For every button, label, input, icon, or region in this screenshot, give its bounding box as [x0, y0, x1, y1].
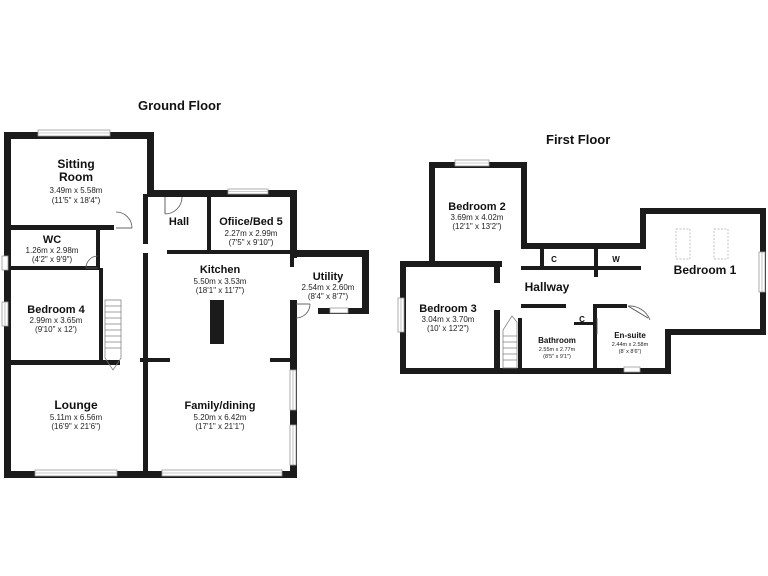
- room-sitting-room: Sitting Room 3.49m x 5.58m (11'5" x 18'4…: [50, 157, 103, 205]
- room-bedroom-4: Bedroom 4 2.99m x 3.65m (9'10" x 12'): [27, 304, 85, 334]
- room-bedroom-3: Bedroom 3 3.04m x 3.70m (10' x 12'2"): [419, 303, 476, 333]
- room-dimensions-imperial: (9'10" x 12'): [35, 325, 77, 334]
- room-dimensions-imperial: (12'1" x 13'2"): [452, 222, 502, 231]
- room-name: WC: [43, 234, 61, 246]
- room-name: En-suite: [614, 331, 646, 340]
- room-dimensions-metric: 5.20m x 6.42m: [194, 413, 247, 422]
- room-dimensions-imperial: (10' x 12'2"): [427, 324, 469, 333]
- room-dimensions-metric: 5.11m x 6.56m: [50, 413, 103, 422]
- room-name: Lounge: [54, 398, 98, 412]
- room-dimensions-imperial: (4'2" x 9'9"): [32, 255, 73, 264]
- room-dimensions-imperial: (16'9" x 21'6"): [51, 422, 101, 431]
- room-dimensions-imperial: (11'5" x 18'4"): [52, 196, 101, 205]
- room-name: Bedroom 1: [674, 263, 737, 277]
- room-dimensions-metric: 2.27m x 2.99m: [225, 229, 278, 238]
- room-name: Room: [59, 170, 93, 184]
- room-dimensions-imperial: (18'1" x 11'7"): [196, 286, 245, 295]
- ground-floor-windows: [1, 129, 349, 477]
- first-floor-title: First Floor: [546, 132, 610, 147]
- kitchen-island: [210, 300, 224, 344]
- room-name: Hallway: [525, 280, 570, 294]
- room-name: Family/dining: [185, 400, 256, 412]
- room-dimensions-imperial: (8' x 8'6"): [619, 349, 642, 355]
- room-bedroom-2: Bedroom 2 3.69m x 4.02m (12'1" x 13'2"): [448, 201, 505, 231]
- room-name: Kitchen: [200, 264, 241, 276]
- room-hallway: Hallway: [525, 280, 570, 294]
- room-wc: WC 1.26m x 2.98m (4'2" x 9'9"): [26, 234, 79, 264]
- room-dimensions-metric: 2.44m x 2.58m: [612, 342, 649, 348]
- room-name: Hall: [169, 216, 189, 228]
- room-lounge: Lounge 5.11m x 6.56m (16'9" x 21'6"): [50, 398, 103, 431]
- room-ensuite: En-suite 2.44m x 2.58m (8' x 8'6"): [612, 331, 649, 355]
- room-name: Sitting: [57, 157, 94, 171]
- room-dimensions-metric: 2.55m x 2.77m: [539, 347, 576, 353]
- first-floor-windows: [397, 159, 766, 373]
- room-dimensions-metric: 3.49m x 5.58m: [50, 186, 103, 195]
- room-hall: Hall: [169, 216, 189, 228]
- room-kitchen: Kitchen 5.50m x 3.53m (18'1" x 11'7"): [194, 264, 247, 295]
- room-name: Bedroom 2: [448, 201, 505, 213]
- first-floor-doors: [596, 305, 651, 334]
- room-dimensions-metric: 2.54m x 2.60m: [302, 283, 355, 292]
- ground-floor-doors: [85, 196, 311, 319]
- room-dimensions-imperial: (17'1" x 21'1"): [195, 422, 245, 431]
- room-family-dining: Family/dining 5.20m x 6.42m (17'1" x 21'…: [185, 400, 256, 431]
- room-name: Bathroom: [538, 336, 576, 345]
- cupboards: C W C: [551, 255, 620, 324]
- room-utility: Utility 2.54m x 2.60m (8'4" x 8'7"): [302, 271, 355, 301]
- cupboard-label: C: [551, 255, 557, 264]
- room-dimensions-metric: 5.50m x 3.53m: [194, 277, 247, 286]
- first-floor-stairs: [502, 315, 518, 369]
- ground-floor-title: Ground Floor: [138, 98, 221, 113]
- room-dimensions-metric: 3.04m x 3.70m: [422, 315, 475, 324]
- room-dimensions-imperial: (8'4" x 8'7"): [308, 292, 349, 301]
- first-floor: First Floor: [397, 132, 766, 374]
- skylights: [675, 228, 729, 260]
- room-name: Bedroom 3: [419, 303, 476, 315]
- room-bedroom-1: Bedroom 1: [674, 263, 737, 277]
- room-name: Bedroom 4: [27, 304, 85, 316]
- ground-floor-stairs: [104, 299, 122, 371]
- room-dimensions-metric: 1.26m x 2.98m: [26, 246, 79, 255]
- room-dimensions-imperial: (7'5" x 9'10"): [229, 238, 274, 247]
- room-name: Utility: [313, 271, 344, 283]
- cupboard-label: C: [579, 315, 585, 324]
- room-dimensions-imperial: (8'5" x 9'1"): [543, 354, 571, 360]
- room-office: Ofiice/Bed 5 2.27m x 2.99m (7'5" x 9'10"…: [219, 216, 283, 247]
- room-bathroom: Bathroom 2.55m x 2.77m (8'5" x 9'1"): [538, 336, 576, 360]
- room-dimensions-metric: 3.69m x 4.02m: [451, 213, 504, 222]
- ground-floor: Ground Floor: [1, 98, 369, 478]
- room-name: Ofiice/Bed 5: [219, 216, 283, 228]
- room-dimensions-metric: 2.99m x 3.65m: [30, 316, 83, 325]
- wardrobe-label: W: [612, 255, 620, 264]
